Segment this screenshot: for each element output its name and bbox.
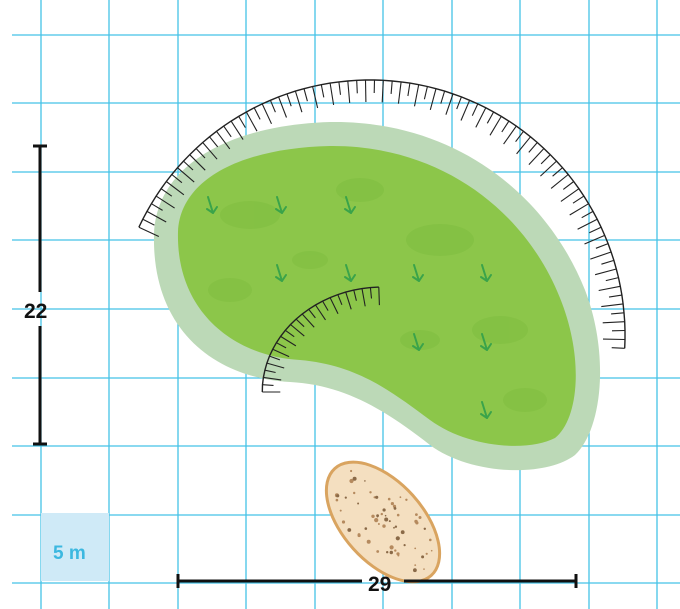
slope-arrow-icon (275, 196, 287, 214)
slope-arrow-icon (480, 264, 492, 282)
width-dimension (176, 574, 578, 588)
hachure-ridge-inner (261, 286, 380, 393)
slope-arrow-icon (480, 401, 492, 419)
slope-arrows (206, 196, 492, 419)
sand-speckles (334, 469, 433, 573)
hachure-ridge-outer (138, 79, 626, 349)
height-dimension (33, 144, 47, 446)
slope-arrow-icon (480, 333, 492, 351)
slope-arrow-icon (344, 264, 356, 282)
sand-bunker (324, 460, 442, 584)
slope-arrow-icon (206, 196, 218, 214)
slope-arrow-icon (275, 264, 287, 282)
green-texture (208, 178, 547, 412)
slope-arrow-icon (344, 196, 356, 214)
scale-cell (41, 513, 109, 581)
slope-arrow-icon (412, 264, 424, 282)
putting-green (177, 145, 576, 446)
slope-arrow-icon (412, 333, 424, 351)
scale-label: 5 m (53, 543, 86, 564)
height-label: 22 (24, 300, 47, 323)
width-label: 29 (368, 573, 391, 596)
